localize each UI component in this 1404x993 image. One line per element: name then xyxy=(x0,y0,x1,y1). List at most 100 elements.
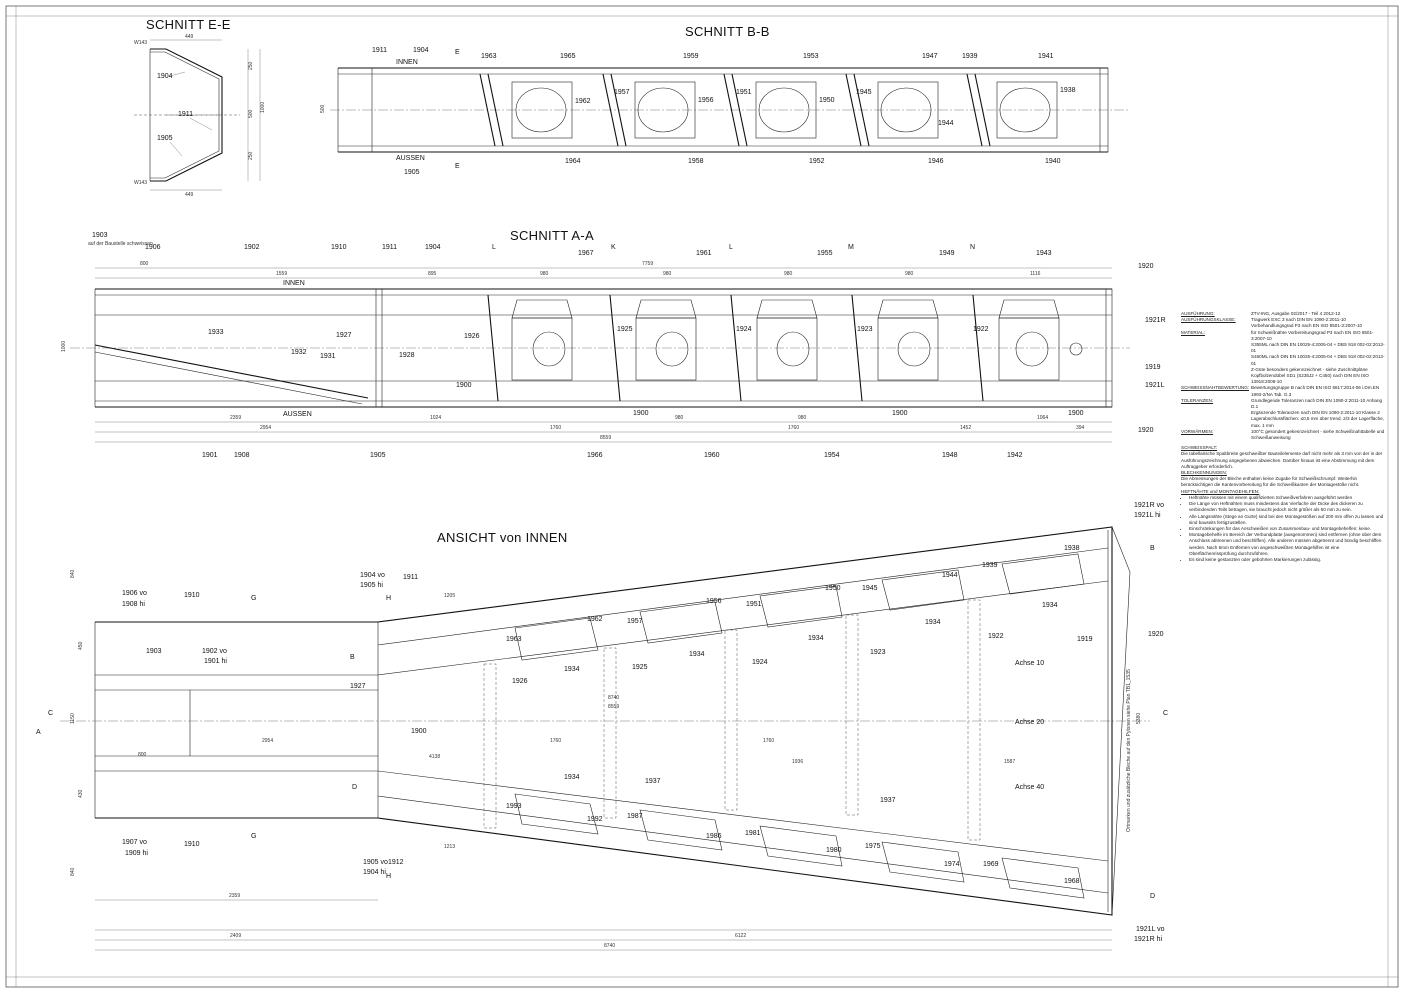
aa-label-1922: 1922 xyxy=(973,326,989,333)
notes-row-value: Bewertungsgruppe B nach DIN EN ISO 5817:… xyxy=(1251,385,1380,397)
an-label-1974: 1974 xyxy=(944,861,960,868)
aa-label-1943: 1943 xyxy=(1036,250,1052,257)
notes-row-value: ZTV-ING, Ausgabe 02/2017 - Teil 4 2012-1… xyxy=(1251,311,1341,316)
an-label-1981: 1981 xyxy=(745,830,761,837)
ansicht-title: ANSICHT von INNEN xyxy=(437,530,568,545)
an-dim-450: 450 xyxy=(78,641,84,650)
bb-label-1941: 1941 xyxy=(1038,53,1054,60)
bb-label-1958: 1958 xyxy=(688,158,704,165)
view-inside: ANSICHT von INNEN xyxy=(36,502,1168,951)
an-dim-1150: 1150 xyxy=(70,713,76,724)
notes-heft-item: Die Länge von Heftnähten muss mindestens… xyxy=(1189,501,1387,513)
notes-schweissspalt-text: Die tabellarische Spaltbreite geschweißt… xyxy=(1181,451,1383,469)
aa-cut-mark-n: N xyxy=(970,244,975,251)
an-label-1938: 1938 xyxy=(1064,545,1080,552)
section-aa-title: SCHNITT A-A xyxy=(510,228,594,243)
aa-dim-394: 394 xyxy=(1076,425,1085,431)
an-axis-20: Achse 20 xyxy=(1015,719,1044,726)
aa-dim-800: 800 xyxy=(140,261,149,267)
an-axis-40: Achse 40 xyxy=(1015,784,1044,791)
aa-dim-980e: 980 xyxy=(675,415,684,421)
an-label-1937b: 1937 xyxy=(880,797,896,804)
notes-row: TOLERANZEN:Grundlegende Toleranzen nach … xyxy=(1181,398,1387,410)
an-label-1910: 1910 xyxy=(184,592,200,599)
bb-label-1959: 1959 xyxy=(683,53,699,60)
an-label-1937a: 1937 xyxy=(645,778,661,785)
an-label-1911: 1911 xyxy=(403,574,418,581)
notes-row-key xyxy=(1181,416,1251,428)
an-label-1909hi: 1909 hi xyxy=(125,850,148,857)
an-cut-b-right: B xyxy=(1150,545,1155,552)
an-label-1921R-vo: 1921R vo xyxy=(1134,502,1164,509)
aa-dim-980d: 980 xyxy=(905,271,914,277)
notes-row-value: Kopfbolzendübel SD1 (S235J2 + C450) nach… xyxy=(1251,373,1369,385)
an-label-1950: 1950 xyxy=(825,585,841,592)
aa-label-1926: 1926 xyxy=(464,333,480,340)
aa-dim-height: 1000 xyxy=(61,341,67,352)
bb-label-1962: 1962 xyxy=(575,98,591,105)
an-label-1904hi: 1904 hi xyxy=(363,869,386,876)
aa-label-1932: 1932 xyxy=(291,349,307,356)
aa-label-1901: 1901 xyxy=(202,452,218,459)
aa-cut-mark-l2: L xyxy=(729,244,733,251)
an-cut-c-left: C xyxy=(48,710,53,717)
an-axis-10: Achse 10 xyxy=(1015,660,1044,667)
notes-heft-list: Heftnähte müssen mit einem qualifizierte… xyxy=(1181,495,1387,563)
aa-label-1906: 1906 xyxy=(145,244,161,251)
an-label-1992: 1992 xyxy=(587,816,603,823)
an-dim-1587: 1587 xyxy=(1004,759,1015,765)
notes-row: Z-Güte besonders gekennzeichnet - siehe … xyxy=(1181,367,1387,373)
an-cut-h-top: H xyxy=(386,595,391,602)
aa-label-1927: 1927 xyxy=(336,332,352,339)
an-label-1907vo: 1907 vo xyxy=(122,839,147,846)
bb-innen: INNEN xyxy=(396,59,418,66)
aa-label-1911: 1911 xyxy=(382,244,397,251)
notes-row: Ergänzende Toleranzen nach DIN EN 1090-2… xyxy=(1181,410,1387,416)
an-label-1924: 1924 xyxy=(752,659,768,666)
aa-dim-980b: 980 xyxy=(663,271,672,277)
notes-row-key xyxy=(1181,373,1251,385)
aa-dim-980a: 980 xyxy=(540,271,549,277)
aa-label-1900b: 1900 xyxy=(633,410,649,417)
bb-label-1951: 1951 xyxy=(736,89,752,96)
an-dim-1205: 1205 xyxy=(444,593,455,599)
notes-row: Vorbehandlungsgrad P3 nach EN ISO 8501-3… xyxy=(1181,323,1387,329)
an-label-1956: 1956 xyxy=(706,598,722,605)
aa-label-1966: 1966 xyxy=(587,452,603,459)
an-label-1903: 1903 xyxy=(146,648,162,655)
aa-label-1903: 1903 xyxy=(92,232,108,239)
aa-label-1960: 1960 xyxy=(704,452,720,459)
an-cut-d-right: D xyxy=(1150,893,1155,900)
notes-heft-item: Heftnähte müssen mit einem qualifizierte… xyxy=(1189,495,1387,501)
notes-blech-title: BLECHKENNUNGEN: xyxy=(1181,470,1227,476)
aa-dim-1760b: 1760 xyxy=(788,425,799,431)
notes-row-value: Vorbehandlungsgrad P3 nach EN ISO 8501-3… xyxy=(1251,323,1363,329)
an-dim-840b: 840 xyxy=(70,867,76,876)
notes-heft-item: Alle Längsnähte (Stege an Gurte) sind be… xyxy=(1189,514,1387,526)
notes-row: Lagerabschlussflächen: ≤0,5 mm über tren… xyxy=(1181,416,1387,428)
aa-label-1900c: 1900 xyxy=(892,410,908,417)
notes-row-key: SCHWEISSNAHTBEWERTUNG: xyxy=(1181,385,1250,391)
an-cut-c-right: C xyxy=(1163,710,1168,717)
an-label-1902vo: 1902 vo xyxy=(202,648,227,655)
bb-aussen: AUSSEN xyxy=(396,155,425,162)
an-label-1980: 1980 xyxy=(826,847,842,854)
ee-part-1911: 1911 xyxy=(178,111,193,118)
an-label-1957: 1957 xyxy=(627,618,643,625)
bb-label-1957: 1957 xyxy=(614,89,630,96)
ee-dim-bottom: 449 xyxy=(185,192,194,198)
an-dim-5380: 5380 xyxy=(1136,713,1142,724)
notes-heft-item: Montagebehelfe im Bereich der Verbundpla… xyxy=(1189,532,1387,557)
an-cut-b: B xyxy=(350,654,355,661)
an-dim-430: 430 xyxy=(78,789,84,798)
an-dim-8559: 8559 xyxy=(608,704,619,710)
notes-row: SCHWEISSNAHTBEWERTUNG:Bewertungsgruppe B… xyxy=(1181,385,1387,397)
bb-cut-mark-top: E xyxy=(455,49,460,56)
aa-dim-980c: 980 xyxy=(784,271,793,277)
aa-label-1904: 1904 xyxy=(425,244,441,251)
aa-label-1967: 1967 xyxy=(578,250,594,257)
bb-label-1947: 1947 xyxy=(922,53,938,60)
notes-rows: AUSFÜHRUNG:ZTV-ING, Ausgabe 02/2017 - Te… xyxy=(1181,311,1387,441)
aa-label-1900a: 1900 xyxy=(456,382,472,389)
